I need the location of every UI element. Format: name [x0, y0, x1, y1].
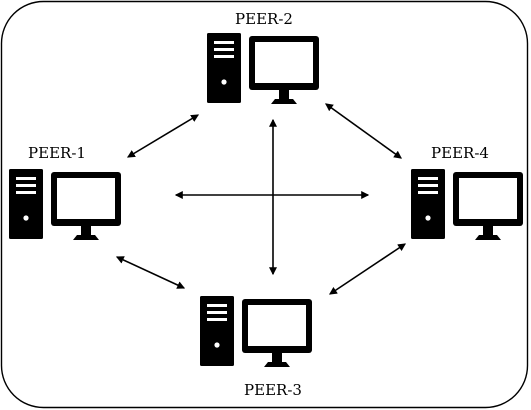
link-peer3-peer4: [329, 243, 406, 295]
desktop-computer-icon: [9, 169, 121, 240]
connections: [115, 103, 406, 295]
desktop-computer-icon: [200, 296, 312, 367]
link-peer2-peer4: [325, 103, 402, 159]
peer-3-label: PEER-3: [244, 381, 302, 399]
link-peer1-peer2: [126, 114, 200, 158]
peer-2-label: PEER-2: [235, 10, 293, 28]
peer-1-label: PEER-1: [28, 144, 86, 162]
desktop-computer-icon: [411, 169, 523, 240]
link-peer1-peer3: [115, 256, 186, 289]
peer-2-node: PEER-2: [207, 10, 319, 104]
peer-4-label: PEER-4: [431, 144, 489, 162]
peer-4-node: PEER-4: [411, 144, 523, 240]
desktop-computer-icon: [207, 33, 319, 104]
peer-3-node: PEER-3: [200, 296, 312, 399]
peer-1-node: PEER-1: [9, 144, 121, 240]
